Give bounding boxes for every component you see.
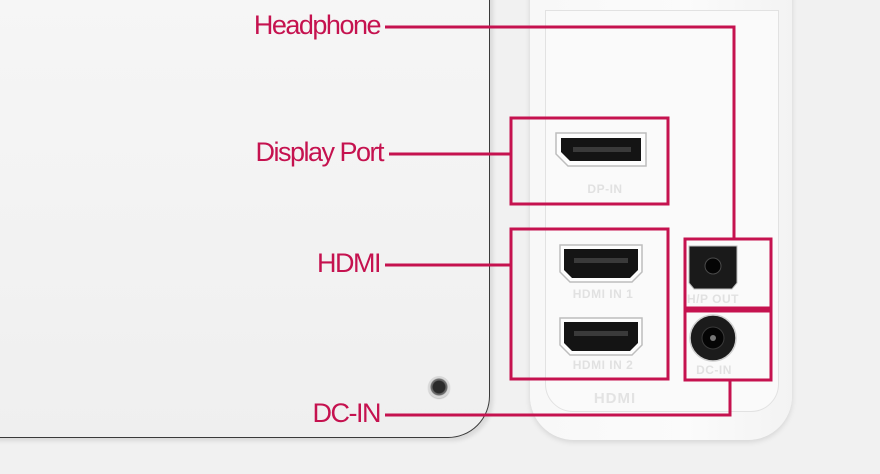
dc-in-jack (689, 314, 737, 362)
hdmi-logo: HDMI (593, 390, 637, 407)
headphone-leader-line (385, 25, 736, 239)
hdmi-port-2 (559, 317, 643, 356)
dc-in-leader-line (385, 380, 732, 417)
headphone-callout-label: Headphone (253, 10, 382, 40)
hdmi-port-1 (559, 244, 643, 283)
display-port-highlight (509, 116, 670, 206)
monitor-back-panel (0, 0, 490, 438)
screw-hole (428, 376, 450, 398)
dp-in-port-label: DP-IN (587, 182, 623, 196)
dc-in-highlight (683, 309, 773, 382)
hdmi-callout-label: HDMI (317, 248, 382, 278)
headphone-highlight (683, 237, 773, 310)
headphone-jack (688, 245, 738, 290)
dc-in-callout-label: DC-IN (312, 398, 382, 428)
dc-in-port-label: DC-IN (696, 363, 732, 377)
display-port-callout-label: Display Port (255, 137, 384, 167)
hdmi-in-2-port-label: HDMI IN 2 (572, 358, 634, 372)
hdmi-highlight (509, 227, 670, 381)
displayport-port (555, 132, 647, 167)
hp-out-port-label: H/P OUT (687, 292, 739, 306)
hdmi-in-1-port-label: HDMI IN 1 (572, 287, 634, 301)
